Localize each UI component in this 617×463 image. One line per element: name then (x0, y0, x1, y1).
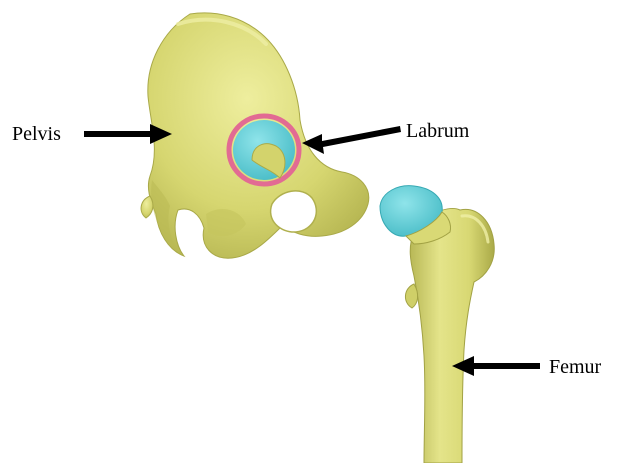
femur-label: Femur (549, 356, 602, 378)
labrum-arrow (302, 126, 401, 154)
labrum-label: Labrum (406, 120, 470, 142)
obturator-foramen (271, 191, 317, 232)
pelvis-bone (141, 13, 369, 258)
femur-arrow (452, 356, 540, 376)
pelvis-label: Pelvis (12, 123, 61, 145)
lesser-trochanter (405, 284, 417, 308)
pelvis-ischial-spine (141, 196, 153, 218)
femur-body (410, 208, 494, 463)
femur-bone (380, 186, 494, 463)
